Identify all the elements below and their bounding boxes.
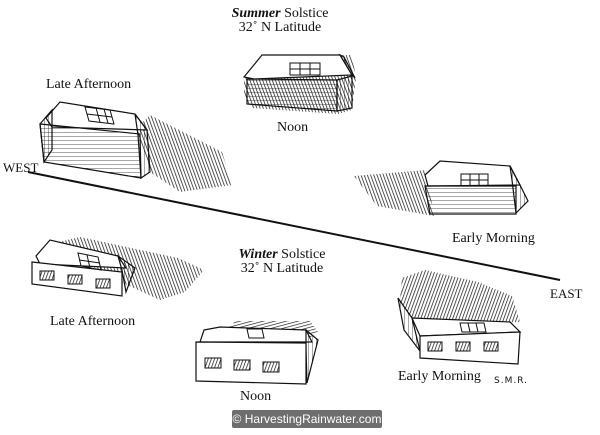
summer-early-morning-label: Early Morning xyxy=(452,231,535,246)
winter-title: Winter Solstice xyxy=(222,247,342,262)
artist-signature: S.M.R. xyxy=(494,376,528,386)
winter-latitude: 32˚ N Latitude xyxy=(240,261,324,276)
summer-title-bold: Summer xyxy=(231,6,281,21)
summer-title: Summer Solstice xyxy=(220,6,340,21)
summer-noon-label: Noon xyxy=(277,120,309,135)
copyright-credit: © HarvestingRainwater.com xyxy=(232,410,382,428)
west-label: WEST xyxy=(3,160,39,175)
house-summer-late-afternoon xyxy=(40,102,232,192)
winter-title-bold: Winter xyxy=(238,247,278,262)
summer-late-afternoon-label: Late Afternoon xyxy=(46,77,132,92)
summer-latitude: 32˚ N Latitude xyxy=(238,20,322,35)
house-winter-early-morning xyxy=(398,270,520,364)
summer-title-rest: Solstice xyxy=(280,6,329,21)
house-summer-noon xyxy=(244,55,356,114)
west-east-line xyxy=(28,172,560,280)
winter-title-rest: Solstice xyxy=(277,247,326,262)
winter-noon-label: Noon xyxy=(240,389,272,404)
east-label: EAST xyxy=(550,286,583,301)
house-summer-early-morning xyxy=(354,161,528,216)
house-winter-noon xyxy=(196,321,318,384)
winter-late-afternoon-label: Late Afternoon xyxy=(50,314,136,329)
winter-early-morning-label: Early Morning xyxy=(398,369,481,384)
house-winter-late-afternoon xyxy=(32,237,204,300)
